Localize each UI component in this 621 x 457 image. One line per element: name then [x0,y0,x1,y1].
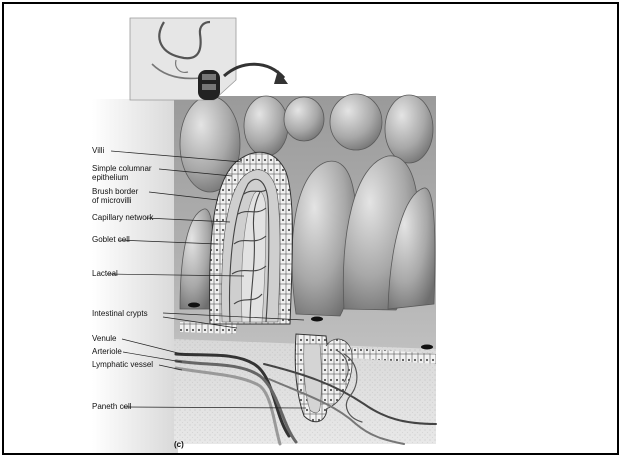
panel-label: (c) [174,440,184,449]
label-venule: Venule [92,334,116,343]
label-goblet-cell: Goblet cell [92,235,130,244]
label-villi: Villi [92,146,104,155]
label-brush-border: Brush border of microvilli [92,187,138,205]
label-capillary-network: Capillary network [92,213,153,222]
label-lacteal: Lacteal [92,269,118,278]
label-arteriole: Arteriole [92,347,122,356]
small-intestine-villi-diagram [4,4,617,453]
label-intestinal-crypts: Intestinal crypts [92,309,148,318]
label-lymphatic-vessel: Lymphatic vessel [92,360,153,369]
stomach-inset-icon [130,18,288,100]
label-simple-columnar-epithelium: Simple columnar epithelium [92,164,152,182]
label-paneth-cell: Paneth cell [92,402,132,411]
